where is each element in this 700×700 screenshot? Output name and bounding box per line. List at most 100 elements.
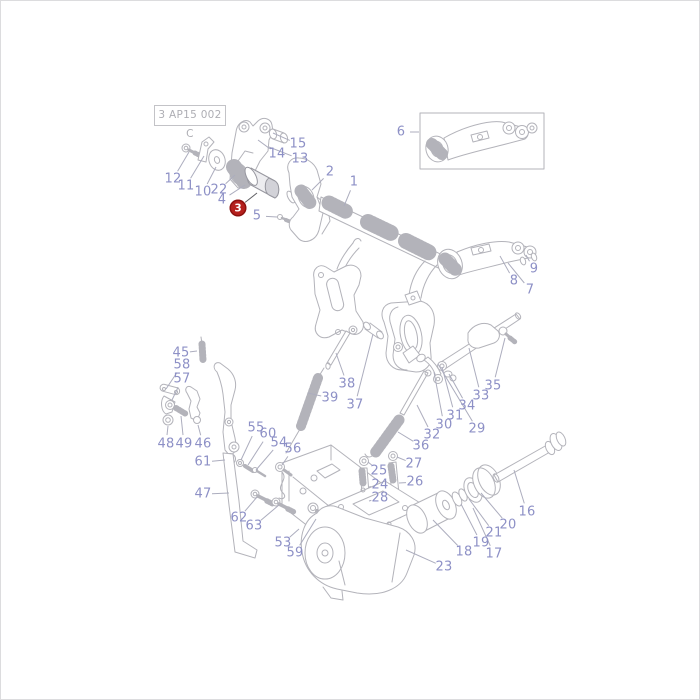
control-lever-drawing [437,312,522,382]
leader-line-23 [405,549,437,564]
part-label-45[interactable]: 45 [172,345,190,361]
support-assembly-drawing [181,117,296,224]
part-label-12[interactable]: 12 [164,171,182,187]
part-label-55[interactable]: 55 [247,420,265,436]
part-label-10[interactable]: 10 [194,184,212,200]
part-label-54[interactable]: 54 [270,435,288,451]
part-label-62[interactable]: 62 [230,510,248,526]
leader-line-13 [268,146,292,157]
leader-line-49 [180,415,184,436]
leader-line-37 [356,333,374,397]
leader-line-46 [197,424,202,436]
leader-line-17 [472,507,491,547]
part-label-25[interactable]: 25 [370,463,388,479]
part-label-15[interactable]: 15 [289,136,307,152]
part-label-28[interactable]: 28 [371,490,389,506]
part-label-9[interactable]: 9 [529,261,539,277]
highlighted-part-badge[interactable]: 3 [229,199,247,217]
part-label-24[interactable]: 24 [371,477,389,493]
leader-line-32 [416,404,429,428]
part-label-8[interactable]: 8 [509,273,519,289]
leader-line-14 [257,139,271,150]
part-label-5[interactable]: 5 [252,208,262,224]
leader-line-18 [432,519,459,546]
part-label-36[interactable]: 36 [412,438,430,454]
leader-line-10 [206,166,217,185]
valve-assembly-drawing [300,431,567,601]
shaft-assembly-drawing [287,157,538,280]
leader-line-53 [289,528,300,538]
part-label-63[interactable]: 63 [245,518,263,534]
part-label-17[interactable]: 17 [485,546,503,562]
part-label-39[interactable]: 39 [321,390,339,406]
part-label-14[interactable]: 14 [268,146,286,162]
part-label-19[interactable]: 19 [472,535,490,551]
part-label-38[interactable]: 38 [338,376,356,392]
leader-line-59 [299,518,317,546]
part-label-37[interactable]: 37 [346,397,364,413]
leader-line-62 [244,496,258,512]
leader-line-15 [272,132,291,141]
part-label-13[interactable]: 13 [291,151,309,167]
leader-line-22 [225,174,236,185]
leader-line-61 [211,459,226,462]
part-label-7[interactable]: 7 [525,282,535,298]
part-label-27[interactable]: 27 [405,456,423,472]
part-label-30[interactable]: 30 [435,417,453,433]
leader-line-8 [499,255,511,274]
part-label-26[interactable]: 26 [406,474,424,490]
leader-line-58 [165,372,178,390]
part-label-20[interactable]: 20 [499,517,517,533]
part-label-16[interactable]: 16 [518,504,536,520]
leader-line-4 [229,184,246,196]
part-label-22[interactable]: 22 [210,182,228,198]
leader-line-5 [265,215,278,218]
part-label-48[interactable]: 48 [157,436,175,452]
part-label-49[interactable]: 49 [175,436,193,452]
part-label-34[interactable]: 34 [458,398,476,414]
part-label-21[interactable]: 21 [485,525,503,541]
part-label-1[interactable]: 1 [349,174,359,190]
part-label-32[interactable]: 32 [423,427,441,443]
leader-line-20 [480,492,503,519]
leader-line-47 [211,492,230,495]
part-label-58[interactable]: 58 [173,357,191,373]
reference-code-box: 3 AP15 002 C [154,105,226,140]
leader-line-33 [468,347,480,388]
leader-line-30 [433,371,443,417]
part-label-57[interactable]: 57 [173,371,191,387]
leader-line-27 [396,456,406,462]
leader-line-12 [177,151,190,172]
part-label-18[interactable]: 18 [455,544,473,560]
leader-line-25 [367,461,373,466]
part-label-29[interactable]: 29 [468,421,486,437]
part-label-59[interactable]: 59 [286,545,304,561]
leader-line-60 [247,441,264,466]
part-label-53[interactable]: 53 [274,535,292,551]
control-spring-drawing [285,367,432,459]
part-label-31[interactable]: 31 [446,408,464,424]
part-label-6[interactable]: 6 [396,124,406,140]
leader-line-45 [189,350,198,353]
part-label-11[interactable]: 11 [177,178,195,194]
part-label-47[interactable]: 47 [194,486,212,502]
part-label-46[interactable]: 46 [194,436,212,452]
leader-line-11 [190,155,205,179]
leader-line-39 [307,392,322,397]
part-label-56[interactable]: 56 [284,441,302,457]
part-label-2[interactable]: 2 [325,164,335,180]
leader-line-19 [460,503,478,536]
leader-line-9 [525,254,530,262]
part-label-60[interactable]: 60 [259,426,277,442]
leader-lines [165,131,530,564]
part-label-35[interactable]: 35 [484,378,502,394]
leader-line-48 [166,425,169,436]
part-label-23[interactable]: 23 [435,559,453,575]
part-label-33[interactable]: 33 [472,388,490,404]
leader-line-38 [335,352,345,376]
part-label-61[interactable]: 61 [194,454,212,470]
part-label-4[interactable]: 4 [217,192,227,208]
